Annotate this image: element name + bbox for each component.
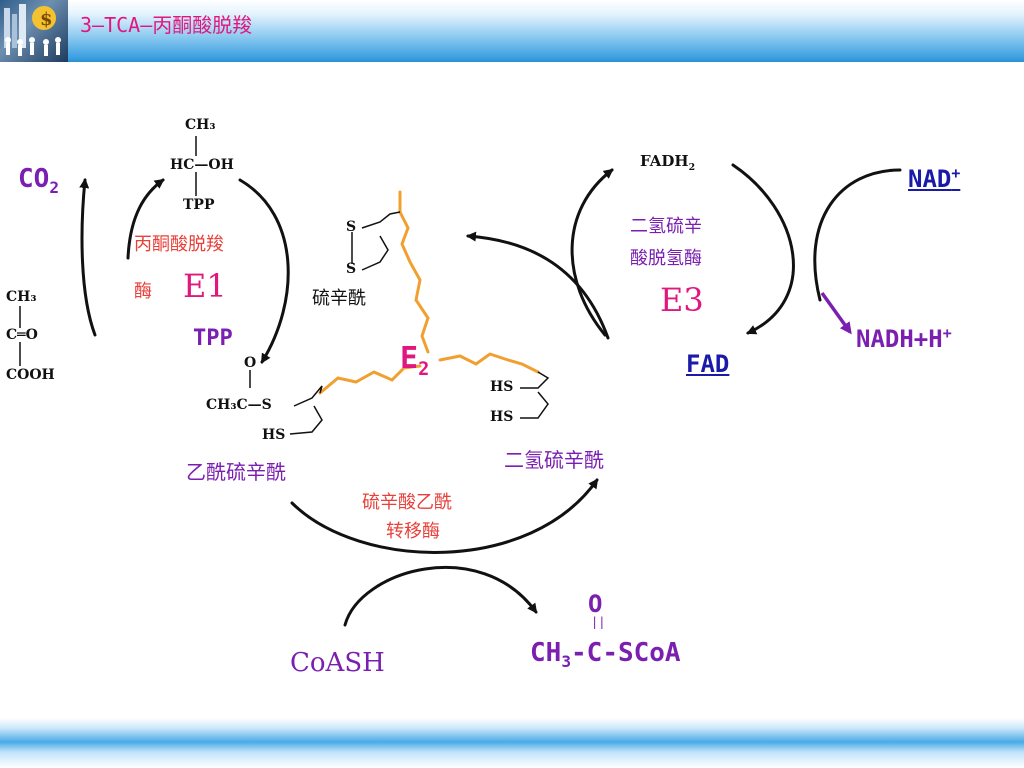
e1-arrow-hydroxyethyl-tpp [126, 178, 165, 260]
lipoyl-s2: S [346, 261, 357, 277]
dihydro-hs1: HS [490, 379, 514, 395]
e3-nad-curve [813, 168, 902, 302]
e2-arrow-return-lipoyl [466, 231, 610, 340]
acetylcoa-label: CH3-C-SCoA [530, 638, 681, 672]
co2-label: CO2 [18, 164, 60, 198]
svg-text:$: $ [40, 9, 53, 30]
e1-label: E1 [183, 267, 227, 305]
e2-enzyme-line2: 转移酶 [386, 521, 440, 542]
e3-label: E3 [660, 281, 704, 319]
e3-enzyme-line2: 酸脱氢酶 [630, 248, 702, 269]
logo-image: $ [0, 0, 68, 62]
acetyl-main: CH₃C—S [206, 397, 272, 413]
acetylcoa-o: O [588, 590, 603, 618]
pyruvate-cooh: COOH [6, 367, 55, 383]
e1-enzyme-line1: 丙酮酸脱羧 [134, 234, 224, 255]
acetyl-hs: HS [262, 427, 286, 443]
e2-label: E2 [400, 341, 430, 380]
e3-arrow-fadh2 [570, 168, 614, 337]
acetyl-o: O [244, 355, 257, 371]
fad-label: FAD [686, 350, 730, 378]
tpp-label: TPP [193, 326, 233, 351]
e1-arrow-to-acetyl-lipoyl [238, 178, 290, 364]
pyruvate-co: C═O [6, 327, 38, 343]
dihydro-hs2: HS [490, 409, 514, 425]
e2-arrow-transfer [290, 478, 599, 554]
htpp-hc: HC—OH [170, 157, 234, 173]
nadh-label: NADH+H+ [856, 324, 952, 353]
footer-bar [0, 718, 1024, 768]
coash-label: CoASH [290, 648, 385, 678]
htpp-ch3: CH₃ [185, 117, 216, 133]
e1-enzyme-line2: 酶 [134, 281, 152, 302]
acetylcoa-double-bond: || [591, 615, 606, 629]
nad-label: NAD+ [908, 164, 961, 193]
pyruvate-ch3: CH₃ [6, 289, 37, 305]
e1-arrow-co2 [79, 178, 97, 337]
dihydrolipoyl-label: 二氢硫辛酰 [504, 448, 604, 472]
lipoyl-label: 硫辛酰 [312, 288, 366, 309]
e3-enzyme-line1: 二氢硫辛 [630, 216, 702, 237]
e3-arrow-fad [731, 163, 795, 335]
lipoyl-s1: S [346, 219, 357, 235]
acetyl-lipoyl-label: 乙酰硫辛酰 [186, 460, 286, 484]
nadh-arrow [820, 291, 852, 335]
lipoyl-arm [318, 190, 540, 395]
htpp-tpp: TPP [183, 197, 215, 213]
page-title: 3—TCA—丙酮酸脱羧 [80, 13, 253, 37]
coash-arrow [343, 565, 538, 627]
fadh2-label: FADH2 [640, 152, 696, 173]
e2-enzyme-line1: 硫辛酸乙酰 [362, 492, 452, 513]
header-bar: $ 3—TCA—丙酮酸脱羧 [0, 0, 1024, 62]
